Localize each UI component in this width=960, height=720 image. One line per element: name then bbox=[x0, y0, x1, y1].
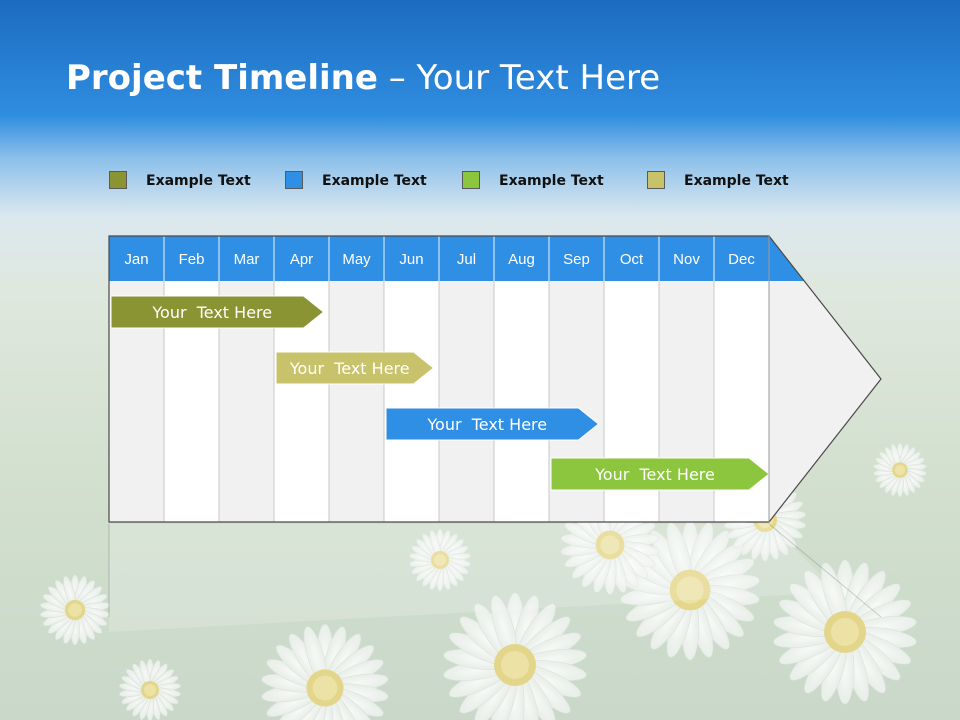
legend-label-3: Example Text bbox=[499, 173, 604, 189]
daisy-flower-9 bbox=[873, 442, 927, 498]
task-bar-1[interactable]: Your Text Here bbox=[110, 295, 325, 329]
title-bold: Project Timeline bbox=[66, 58, 378, 98]
task-label-3: Your Text Here bbox=[426, 415, 547, 434]
daisy-flower-4 bbox=[773, 559, 917, 705]
month-label-nov: Nov bbox=[673, 251, 700, 268]
month-column-mar bbox=[219, 236, 274, 522]
month-label-dec: Dec bbox=[728, 251, 755, 268]
legend-swatch-3 bbox=[462, 171, 480, 189]
month-label-aug: Aug bbox=[508, 251, 535, 268]
month-label-oct: Oct bbox=[620, 251, 644, 268]
legend-swatch-2 bbox=[285, 171, 303, 189]
task-label-4: Your Text Here bbox=[594, 465, 715, 484]
task-bar-2[interactable]: Your Text Here bbox=[275, 351, 435, 385]
month-label-feb: Feb bbox=[179, 251, 205, 268]
task-arrow-shape bbox=[385, 407, 600, 441]
task-bar-3[interactable]: Your Text Here bbox=[385, 407, 600, 441]
month-column-jul bbox=[439, 236, 494, 522]
daisy-flower-3 bbox=[620, 519, 760, 661]
daisy-flower-7 bbox=[40, 574, 110, 646]
daisy-flower-2 bbox=[443, 592, 587, 720]
timeline-arrow-outline bbox=[108, 235, 882, 523]
task-bar-4[interactable]: Your Text Here bbox=[550, 457, 770, 491]
legend-swatch-4 bbox=[647, 171, 665, 189]
legend-swatch-1 bbox=[109, 171, 127, 189]
month-column-jan bbox=[109, 236, 164, 522]
legend-label-4: Example Text bbox=[684, 173, 789, 189]
daisy-flower-8 bbox=[409, 528, 471, 592]
slide-title: Project Timeline – Your Text Here bbox=[66, 58, 660, 98]
month-label-jul: Jul bbox=[457, 251, 476, 268]
task-label-1: Your Text Here bbox=[151, 303, 272, 322]
month-column-feb bbox=[164, 236, 219, 522]
month-column-aug bbox=[494, 236, 549, 522]
task-arrow-shape bbox=[275, 351, 435, 385]
task-arrow-shape bbox=[110, 295, 325, 329]
month-label-jan: Jan bbox=[124, 251, 148, 268]
timeline-reflection bbox=[109, 524, 839, 632]
month-label-apr: Apr bbox=[290, 251, 313, 268]
daisy-flower-1 bbox=[261, 623, 389, 720]
daisy-flower-10 bbox=[119, 658, 181, 720]
legend-label-2: Example Text bbox=[322, 173, 427, 189]
task-arrow-shape bbox=[550, 457, 770, 491]
month-label-jun: Jun bbox=[399, 251, 423, 268]
daisy-flower-5 bbox=[560, 495, 660, 595]
month-label-sep: Sep bbox=[563, 251, 590, 268]
legend-label-1: Example Text bbox=[146, 173, 251, 189]
title-subtitle: – Your Text Here bbox=[377, 58, 661, 98]
task-label-2: Your Text Here bbox=[289, 359, 410, 378]
month-label-mar: Mar bbox=[234, 251, 260, 268]
month-label-may: May bbox=[342, 251, 371, 268]
month-header-band bbox=[109, 236, 805, 281]
